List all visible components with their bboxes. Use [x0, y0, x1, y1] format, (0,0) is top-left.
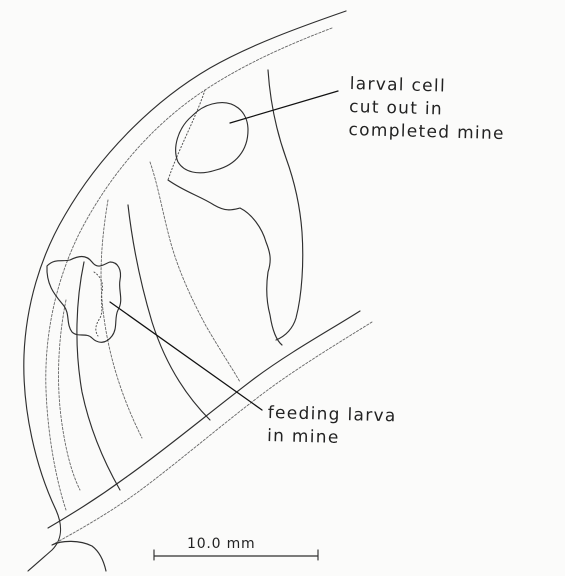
feeding-larva-blotch	[47, 257, 121, 343]
larval-cell-leader-line	[230, 91, 338, 123]
mine-lobe	[168, 180, 282, 345]
mine-channel-2	[101, 200, 142, 438]
leaf-outer-margin	[24, 11, 346, 571]
mine-channel-3	[77, 262, 120, 490]
feeding-larva-leader-line	[110, 302, 262, 410]
larval-cell-label: larval cell cut out in completed mine	[348, 73, 506, 146]
larval-cell-oval	[176, 103, 248, 173]
leaf-midrib-lower-end	[52, 541, 106, 571]
feeding-larva-label: feeding larva in mine	[267, 402, 397, 451]
scale-bar-label: 10.0 mm	[187, 536, 256, 552]
